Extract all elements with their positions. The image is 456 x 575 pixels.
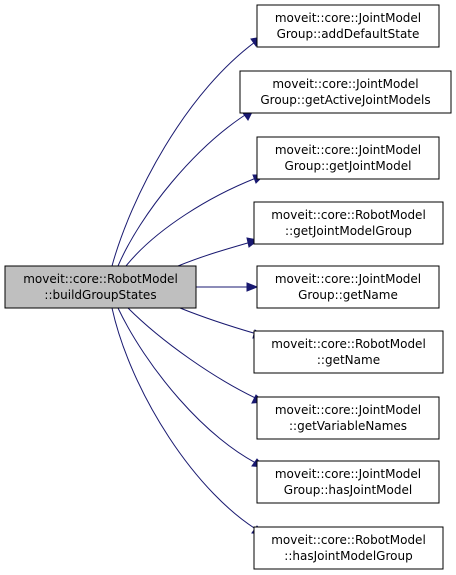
callee-node-getVariableNames[interactable]: moveit::core::JointModel ::getVariableNa… xyxy=(256,396,440,440)
edge-to-getJointModel xyxy=(125,174,265,267)
callee-line2: ::hasJointModelGroup xyxy=(284,549,412,563)
edge-arrow xyxy=(246,282,259,292)
callee-line2: Group::addDefaultState xyxy=(277,27,420,41)
edge-to-getActiveJointModels xyxy=(117,109,254,267)
root-node-line2: ::buildGroupStates xyxy=(44,288,156,302)
callee-line2: Group::hasJointModel xyxy=(284,483,412,497)
callee-node-hasJointModelGroup[interactable]: moveit::core::RobotModel ::hasJointModel… xyxy=(253,526,444,570)
callee-node-getName-group[interactable]: moveit::core::JointModel Group::getName xyxy=(256,265,440,309)
callee-line1: moveit::core::RobotModel xyxy=(271,208,426,222)
callee-line2: ::getJointModelGroup xyxy=(285,224,412,238)
edge-to-getName-robot xyxy=(179,307,265,337)
callee-line1: moveit::core::JointModel xyxy=(275,467,421,481)
callee-line1: moveit::core::JointModel xyxy=(275,11,421,25)
callee-line2: Group::getName xyxy=(298,288,398,302)
callee-node-addDefaultState[interactable]: moveit::core::JointModel Group::addDefau… xyxy=(256,4,440,48)
edge-to-addDefaultState xyxy=(111,36,263,267)
callee-node-getJointModelGroup[interactable]: moveit::core::RobotModel ::getJointModel… xyxy=(253,201,444,245)
callee-line1: moveit::core::RobotModel xyxy=(271,337,426,351)
callee-line1: moveit::core::JointModel xyxy=(275,143,421,157)
edge-to-hasJointModel xyxy=(117,307,265,468)
edge-to-hasJointModelGroup xyxy=(111,307,265,535)
callee-line2: Group::getActiveJointModels xyxy=(260,93,430,107)
callee-line2: Group::getJointModel xyxy=(285,159,412,173)
edge-to-getJointModelGroup xyxy=(177,239,259,267)
callee-line1: moveit::core::JointModel xyxy=(275,403,421,417)
callee-node-hasJointModel[interactable]: moveit::core::JointModel Group::hasJoint… xyxy=(256,460,440,504)
root-node[interactable]: moveit::core::RobotModel ::buildGroupSta… xyxy=(4,265,197,309)
edge-to-getVariableNames xyxy=(127,307,265,403)
callee-node-getActiveJointModels[interactable]: moveit::core::JointModel Group::getActiv… xyxy=(239,70,452,114)
callee-line1: moveit::core::JointModel xyxy=(275,272,421,286)
callee-line2: ::getName xyxy=(317,353,380,367)
callee-line2: ::getVariableNames xyxy=(289,419,407,433)
callee-node-getJointModel[interactable]: moveit::core::JointModel Group::getJoint… xyxy=(256,136,440,180)
callee-node-getName-robot[interactable]: moveit::core::RobotModel ::getName xyxy=(253,330,444,374)
callee-line1: moveit::core::RobotModel xyxy=(271,533,426,547)
root-node-line1: moveit::core::RobotModel xyxy=(23,272,178,286)
callee-line1: moveit::core::JointModel xyxy=(272,77,418,91)
